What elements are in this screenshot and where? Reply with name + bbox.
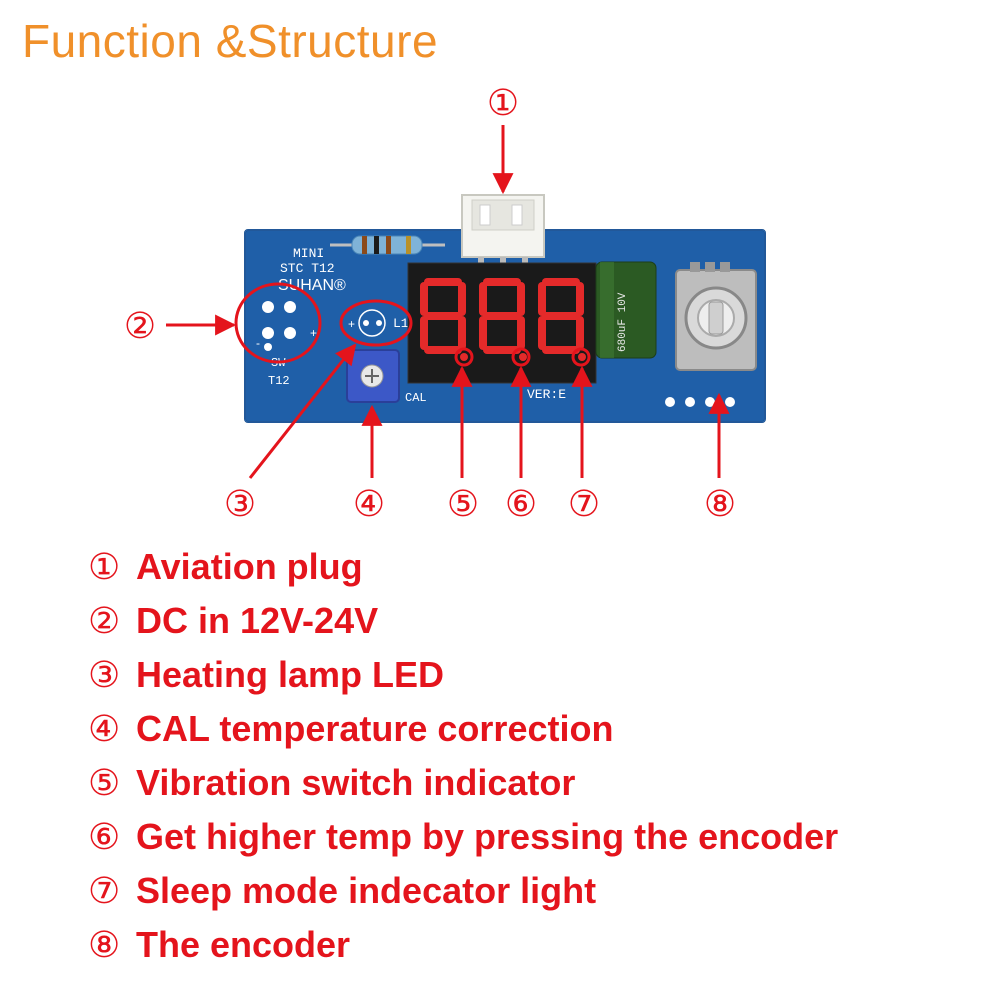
heating-led: + [348,309,386,337]
legend-number: ③ [88,655,121,696]
legend-text: Heating lamp LED [136,654,445,695]
rotary-encoder [665,262,757,407]
legend-item: ③ Heating lamp LED [88,648,988,702]
callout-1: ① [487,83,519,124]
dc-input-pads: - + [256,301,317,351]
resistor [330,235,445,255]
highlight-indicator-6 [511,347,531,367]
callout-numbers: ① ② ③ ④ ⑤ ⑥ ⑦ ⑧ [124,83,736,525]
callout-8: ⑧ [704,484,736,525]
legend-text: Get higher temp by pressing the encoder [136,816,839,857]
page-title: Function &Structure [22,15,439,67]
callout-6: ⑥ [505,484,537,525]
callout-2: ② [124,306,156,347]
silkscreen-l1: L1 [393,316,409,331]
digit-2-decimal-point [519,353,527,361]
callout-3: ③ [224,484,256,525]
legend-item: ④ CAL temperature correction [88,702,988,756]
legend-number: ⑧ [88,925,121,966]
legend-text: Vibration switch indicator [136,762,576,803]
callout-arrows [166,125,730,479]
legend-item: ⑧ The encoder [88,918,988,972]
cal-potentiometer [346,349,400,403]
legend-number: ⑦ [88,871,121,912]
callout-5: ⑤ [447,484,479,525]
display-digits [420,278,586,361]
legend-text: The encoder [136,924,351,965]
legend-item: ⑦ Sleep mode indecator light [88,864,988,918]
legend-text: DC in 12V-24V [136,600,379,641]
svg-text:+: + [310,326,317,340]
silkscreen-brand: SUHAN® [278,277,346,294]
legend-list: ① Aviation plug ② DC in 12V-24V ③ Heating l… [88,540,988,972]
digit-1-decimal-point [460,353,468,361]
capacitor-label: 680uF 10V [617,292,629,352]
legend-item: ② DC in 12V-24V [88,594,988,648]
capacitor: 680uF 10V [595,261,657,359]
svg-text:+: + [348,317,355,331]
seven-segment-display [407,262,597,384]
legend-item: ⑤ Vibration switch indicator [88,756,988,810]
highlight-indicator-5 [454,347,474,367]
silkscreen-model-2: STC T12 [280,261,335,276]
legend-number: ① [88,547,121,588]
silkscreen-cal: CAL [405,391,427,405]
board-diagram: MINI STC T12 SUHAN® SW T12 L1 CAL VER:E … [124,83,766,525]
silkscreen: MINI STC T12 SUHAN® SW T12 L1 CAL VER:E [268,246,566,405]
legend-number: ④ [88,709,121,750]
legend-item: ⑥ Get higher temp by pressing the encoder [88,810,988,864]
legend-item: ① Aviation plug [88,540,988,594]
aviation-plug-connector [461,194,545,267]
legend-number: ② [88,601,121,642]
legend-text: Aviation plug [136,546,363,587]
svg-text:-: - [256,336,260,350]
silkscreen-model-1: MINI [293,246,324,261]
callout-7: ⑦ [568,484,600,525]
silkscreen-t12: T12 [268,374,290,388]
legend-number: ⑤ [88,763,121,804]
legend-text: CAL temperature correction [136,708,614,749]
legend-number: ⑥ [88,817,121,858]
silkscreen-ver: VER:E [527,387,566,402]
callout-4: ④ [353,484,385,525]
digit-3-decimal-point [578,353,586,361]
highlight-indicator-7 [571,347,591,367]
legend-text: Sleep mode indecator light [136,870,597,911]
highlight-heating-led [339,299,413,347]
